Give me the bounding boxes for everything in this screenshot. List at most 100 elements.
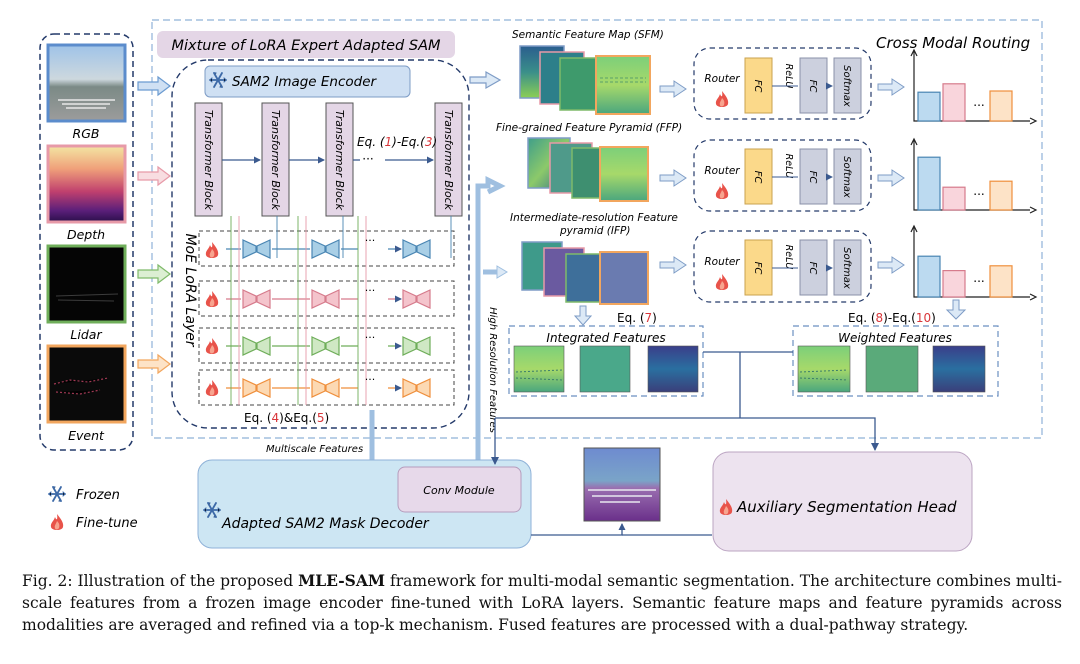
router-label: Router <box>704 73 740 85</box>
chart-axis-arrow <box>910 224 918 233</box>
rgb-label: RGB <box>73 126 100 141</box>
routing-weight-bar <box>942 270 966 298</box>
decoder-label: Adapted SAM2 Mask Decoder <box>221 516 430 532</box>
fc-block <box>799 148 828 205</box>
ifp-to-router-arrow <box>659 256 687 274</box>
relu-label: ReLU <box>783 154 794 179</box>
router-panels: Router FC ReLU FC Softmax Router FC ReLU… <box>693 47 872 303</box>
lidar-points <box>55 293 119 302</box>
ffp-title: Fine-grained Feature Pyramid (FFP) <box>496 122 682 134</box>
lora-ellipsis: ··· <box>365 234 376 247</box>
legend-frozen: Frozen <box>76 488 120 503</box>
router-panel <box>693 47 872 120</box>
rgb-image <box>46 43 127 123</box>
encoder-output-arrow <box>469 70 502 90</box>
routing-weight-bar <box>917 156 941 211</box>
lora-row-rgb <box>198 230 455 267</box>
lora-adapter <box>311 289 340 309</box>
lora-connectors <box>226 216 452 405</box>
eq-7: Eq. (7) <box>617 311 657 325</box>
router-flame-icon <box>715 183 729 199</box>
routing-weight-bar <box>917 91 941 122</box>
fc-label: FC <box>807 262 818 275</box>
modality-panel <box>39 33 134 451</box>
transformer-block-label: Transformer Block <box>269 110 282 211</box>
ifp-title-line2: pyramid (IFP) <box>559 225 630 237</box>
routing-weight-bar <box>942 186 966 211</box>
chart-axis-arrow <box>910 48 918 57</box>
lidar-image <box>46 244 127 324</box>
flame-icon <box>205 291 219 307</box>
lora-flames <box>205 242 219 396</box>
fc-label: FC <box>752 262 763 275</box>
fc-block <box>799 57 828 114</box>
transformer-block-label: Transformer Block <box>202 110 215 211</box>
moe-lora-label: MoE LoRA Layer <box>182 233 198 347</box>
routing-weight-bar <box>942 83 966 122</box>
routing-weight-bar <box>917 255 941 298</box>
flame-icon <box>205 380 219 396</box>
integrated-map <box>647 345 699 393</box>
transformer-block <box>434 102 463 217</box>
lora-adapter <box>311 378 340 398</box>
transformer-block-label: Transformer Block <box>442 110 455 211</box>
lora-adapter <box>402 336 431 356</box>
chart-axis-arrow <box>1029 293 1038 301</box>
mixture-title-box <box>157 31 455 58</box>
aux-head-label: Auxiliary Segmentation Head <box>736 498 957 516</box>
fc-label: FC <box>752 80 763 93</box>
chart-axis-arrow <box>910 137 918 146</box>
legend-snowflake-icon <box>48 486 66 502</box>
fusion-lines <box>491 351 879 465</box>
bar-ellipsis: ... <box>973 184 984 198</box>
routing-charts <box>910 48 1038 301</box>
conv-module-label: Conv Module <box>423 484 495 497</box>
lora-ellipsis: ··· <box>365 284 376 297</box>
relu-label: ReLU <box>783 245 794 270</box>
sfm-to-router-arrow <box>659 80 687 98</box>
conv-module <box>397 466 522 513</box>
eq-1-3: Eq. (1)-Eq.(3) <box>357 135 437 149</box>
lora-row-lidar <box>198 327 455 364</box>
sfm-stack <box>519 45 651 115</box>
caption-rest: framework for multi-modal semantic segme… <box>22 572 1062 634</box>
lora-ellipsis: ··· <box>365 373 376 386</box>
routing-weight-bar <box>989 265 1013 298</box>
cross-modal-title: Cross Modal Routing <box>876 34 1030 52</box>
decoder-to-output-line <box>531 523 626 536</box>
lora-ellipsis: ··· <box>365 331 376 344</box>
encoder-ellipsis: ··· <box>362 152 373 166</box>
lora-adapter <box>242 378 271 398</box>
router-label: Router <box>704 256 740 268</box>
weighted-map <box>865 345 919 393</box>
integrated-label: Integrated Features <box>546 331 665 345</box>
routing-weight-bar <box>989 90 1013 122</box>
high-res-branch-head <box>496 265 508 279</box>
segmentation-road <box>588 489 656 503</box>
segmentation-output <box>583 447 661 522</box>
transformer-block-label: Transformer Block <box>333 110 346 211</box>
eq-8-10: Eq. (8)-Eq.(10) <box>848 311 936 325</box>
fc-label: FC <box>807 80 818 93</box>
aux-head-box <box>712 451 973 552</box>
event-label: Event <box>68 428 105 443</box>
high-res-arrow <box>475 175 506 470</box>
softmax-label: Softmax <box>841 156 852 198</box>
caption-prefix: Fig. 2: Illustration of the proposed <box>22 572 299 590</box>
transformer-blocks: Transformer Block Transformer Block Tran… <box>194 102 463 217</box>
chart-axis-arrow <box>1029 117 1038 125</box>
weighted-map <box>932 345 986 393</box>
lora-adapter <box>402 378 431 398</box>
lora-adapter <box>242 239 271 259</box>
encoder-title-box <box>204 65 411 98</box>
lora-adapter <box>242 289 271 309</box>
lora-adapter <box>402 289 431 309</box>
router-panel <box>693 230 872 303</box>
chart-axis-arrow <box>1029 206 1038 214</box>
transformer-block <box>261 102 290 217</box>
fc-label: FC <box>752 171 763 184</box>
softmax-label: Softmax <box>841 65 852 107</box>
router-output-arrows <box>877 78 905 274</box>
mixture-title: Mixture of LoRA Expert Adapted SAM <box>171 38 441 54</box>
